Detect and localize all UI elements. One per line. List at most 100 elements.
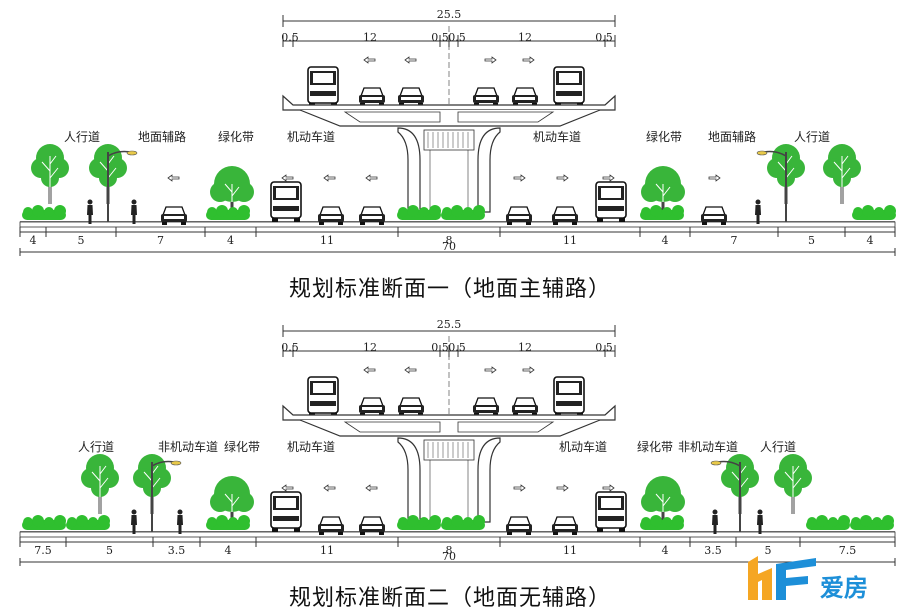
deck-car [511, 397, 539, 417]
direction-arrow [281, 484, 294, 492]
deck-car [511, 87, 539, 107]
pedestrian [757, 509, 763, 534]
zone-width: 4 [227, 234, 234, 247]
pedestrian [131, 509, 137, 534]
zone-label: 绿化带 [646, 129, 682, 144]
edge-hedge [806, 515, 850, 530]
zone-width: 8 [446, 544, 453, 557]
zone-label: 绿化带 [637, 439, 673, 454]
zone-width: 4 [662, 234, 669, 247]
zone-width: 5 [78, 234, 85, 247]
zone-label: 机动车道 [559, 439, 607, 454]
direction-arrow [365, 174, 378, 182]
deck-part-width: 0.5 [431, 31, 449, 44]
deck-part-width: 12 [363, 31, 377, 44]
total-width: 70 [442, 550, 456, 563]
zone-width: 7 [731, 234, 738, 247]
deck-part-width: 12 [363, 341, 377, 354]
pedestrian [131, 199, 137, 224]
zone-label: 人行道 [78, 440, 114, 454]
direction-arrow [323, 484, 336, 492]
edge-hedge [66, 515, 110, 530]
pedestrian [177, 509, 183, 534]
deck-total-width: 25.5 [437, 8, 462, 21]
deck-part-width: 12 [518, 31, 532, 44]
deck-part-width: 0.5 [448, 31, 466, 44]
girder-cell [457, 111, 555, 123]
zone-width: 4 [867, 234, 874, 247]
zone-label: 绿化带 [224, 439, 260, 454]
deck-part-width: 0.5 [448, 341, 466, 354]
deck-part-width: 0.5 [281, 31, 299, 44]
direction-arrow [602, 484, 615, 492]
deck-car [358, 87, 386, 107]
pedestrian [87, 199, 93, 224]
direction-arrow [323, 174, 336, 182]
zone-label: 人行道 [760, 440, 796, 454]
zone-width: 3.5 [168, 544, 186, 557]
deck-car [472, 87, 500, 107]
section-one-caption: 规划标准断面一（地面主辅路） [288, 277, 611, 302]
deck-car [358, 397, 386, 417]
zone-width: 5 [765, 544, 772, 557]
edge-hedge [22, 515, 66, 530]
zone-label: 绿化带 [218, 129, 254, 144]
edge-hedge [852, 205, 896, 220]
deck-bus [553, 376, 585, 418]
zone-label: 人行道 [794, 130, 830, 144]
pavement [19, 531, 896, 538]
zone-width: 4 [225, 544, 232, 557]
zone-label: 机动车道 [287, 439, 335, 454]
aifang-logo [748, 556, 816, 600]
direction-arrow [167, 174, 180, 182]
direction-arrow [708, 174, 721, 182]
zone-width: 4 [30, 234, 37, 247]
direction-arrow [522, 366, 535, 374]
zone-label: 地面辅路 [708, 129, 756, 144]
ground-bus [270, 491, 302, 533]
sidewalk-tree [773, 453, 813, 515]
deck-car [397, 397, 425, 417]
green-belt-hedge [206, 205, 250, 220]
pier-right [477, 127, 501, 213]
zone-width: 5 [106, 544, 113, 557]
direction-arrow [484, 56, 497, 64]
direction-arrow [513, 484, 526, 492]
zone-label: 机动车道 [533, 129, 581, 144]
deck-part-width: 12 [518, 341, 532, 354]
ground-bus [270, 181, 302, 223]
deck-bus [307, 376, 339, 418]
direction-arrow [404, 366, 417, 374]
zone-width: 11 [563, 234, 577, 247]
pier-cap [423, 439, 475, 461]
zone-label: 非机动车道 [158, 439, 218, 454]
direction-arrow [281, 174, 294, 182]
pier-right [477, 437, 501, 523]
zone-label: 地面辅路 [138, 129, 186, 144]
pedestrian [755, 199, 761, 224]
deck-car [472, 397, 500, 417]
direction-arrow [522, 56, 535, 64]
median-hedge [441, 205, 485, 220]
zone-width: 11 [320, 234, 334, 247]
green-belt-hedge [206, 515, 250, 530]
edge-hedge [850, 515, 894, 530]
ground-bus [595, 181, 627, 223]
direction-arrow [484, 366, 497, 374]
girder-cell [343, 111, 441, 123]
deck-part-width: 0.5 [595, 31, 613, 44]
direction-arrow [404, 56, 417, 64]
pavement [19, 221, 896, 228]
deck-part-width: 0.5 [595, 341, 613, 354]
total-width: 70 [442, 240, 456, 253]
zone-width: 11 [563, 544, 577, 557]
section-two-caption: 规划标准断面二（地面无辅路） [288, 586, 611, 611]
edge-hedge [22, 205, 66, 220]
green-belt-bush [209, 165, 255, 213]
girder-cell [457, 421, 555, 433]
deck-bus [307, 66, 339, 108]
deck-bus [553, 66, 585, 108]
zone-width: 5 [808, 234, 815, 247]
pedestrian [712, 509, 718, 534]
